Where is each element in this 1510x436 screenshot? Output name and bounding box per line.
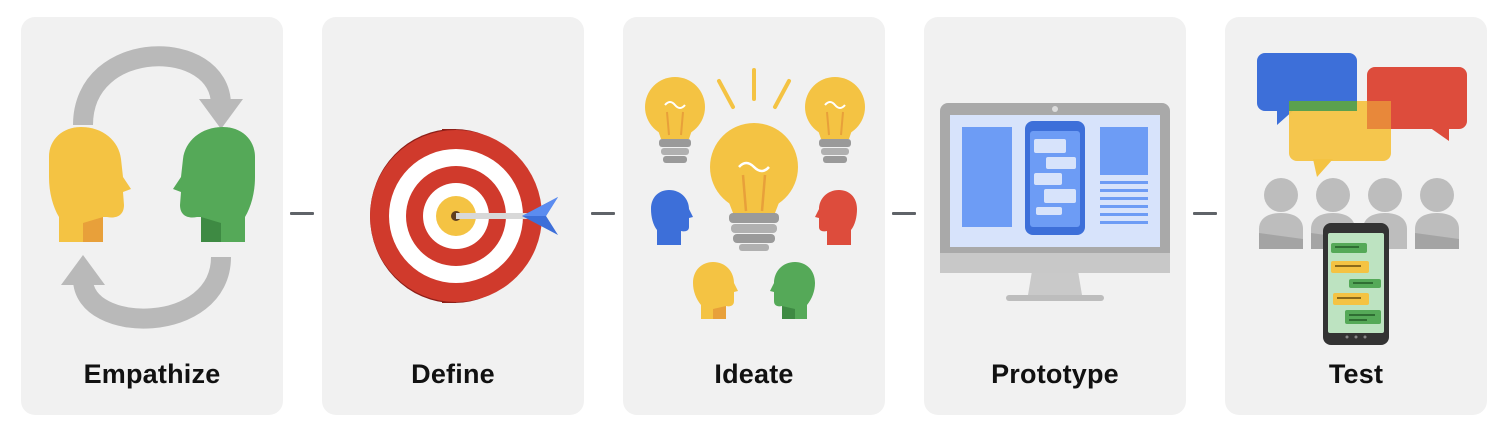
chat-bubbles-users-icon (1257, 53, 1467, 345)
connector-line (290, 212, 314, 215)
stage-card-define: Define (322, 17, 584, 415)
lightbulbs-heads-icon (645, 68, 865, 319)
two-heads-exchange-icon (49, 46, 255, 329)
stage-label: Test (1328, 359, 1384, 389)
stage-card-prototype: Prototype (924, 17, 1186, 415)
monitor-phone-icon (940, 103, 1170, 301)
stage-card-ideate: Ideate (623, 17, 885, 415)
target-arrow-icon (370, 129, 558, 303)
stage-label: Prototype (991, 359, 1119, 389)
stage-label: Ideate (714, 359, 794, 389)
connector-line (591, 212, 615, 215)
stage-card-empathize: Empathize (21, 17, 283, 415)
stage-card-test: Test (1225, 17, 1487, 415)
stage-label: Empathize (83, 359, 221, 389)
connector-line (892, 212, 916, 215)
connector-line (1193, 212, 1217, 215)
stage-label: Define (411, 359, 495, 389)
